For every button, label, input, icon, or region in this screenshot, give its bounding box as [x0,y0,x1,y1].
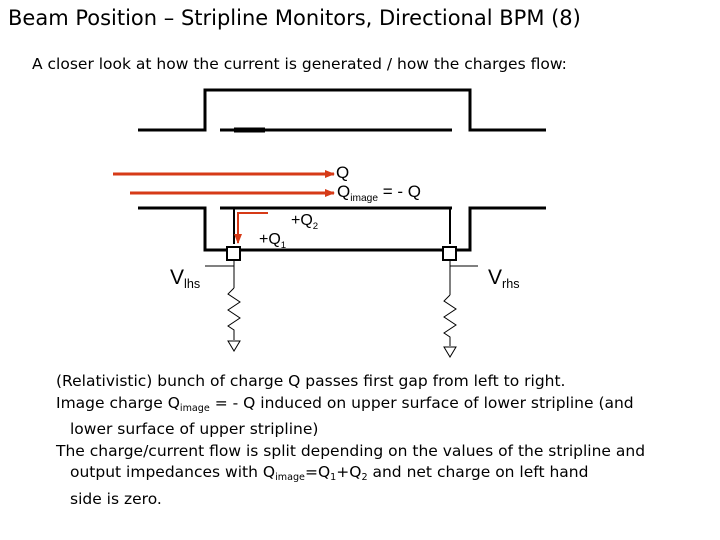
explanation-line-4: The charge/current flow is split dependi… [56,441,646,460]
upper-beam-pipe [138,88,546,132]
lhs-port [226,246,241,261]
explanation-line-6: side is zero. [70,489,162,508]
explanation-line-1: (Relativistic) bunch of charge Q passes … [56,372,566,390]
beam-charge-label: Q [336,163,350,182]
explanation-line-5: output impedances with Qimage=Q1+Q2 and … [70,463,589,484]
q2-label: +Q2 [291,212,319,232]
explanation-text: (Relativistic) bunch of charge Q passes … [56,371,706,511]
v-lhs-label: Vlhs [170,266,201,291]
rhs-resistor [443,294,457,346]
slide-title: Beam Position – Stripline Monitors, Dire… [8,6,581,30]
q1-label: +Q1 [259,231,287,251]
explanation-line-2: Image charge Qimage = - Q induced on upp… [56,393,634,414]
lhs-ground [227,340,241,352]
v-rhs-label: Vrhs [488,266,520,291]
lower-beam-pipe [138,206,546,252]
rhs-ground [443,346,457,358]
lhs-resistor [227,287,241,340]
image-charge-label: Qimage = - Q [337,182,421,204]
explanation-line-3: lower surface of upper stripline) [70,420,319,439]
rhs-port [442,246,457,261]
slide-subtitle: A closer look at how the current is gene… [32,55,567,73]
